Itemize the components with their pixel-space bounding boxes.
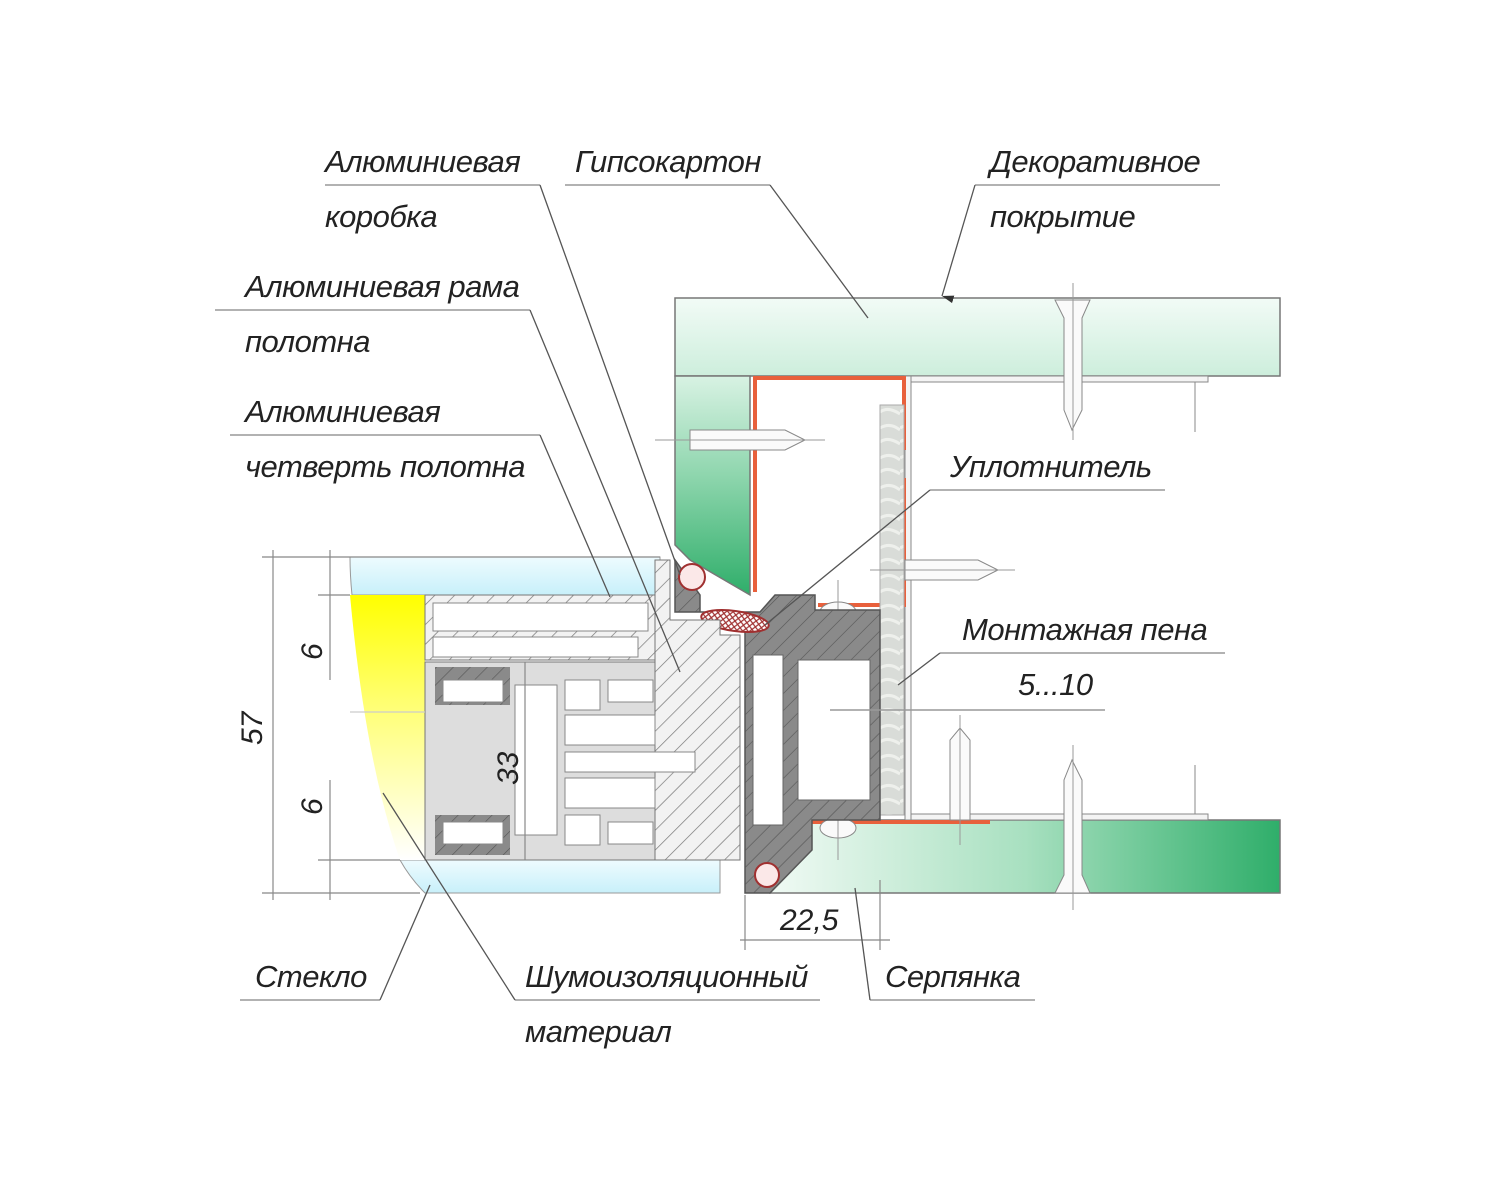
label-line: материал <box>525 1014 671 1049</box>
label-soundproofing: Шумоизоляционный материал <box>525 959 816 1049</box>
label-serpyanka: Серпянка <box>885 959 1021 994</box>
profile-cavity <box>564 714 656 746</box>
frame-cavity <box>432 636 639 658</box>
soundproofing-material <box>350 595 425 860</box>
dimension-glass-top: 6 <box>296 643 329 660</box>
dimension-core: 33 <box>492 751 525 785</box>
label-decorative-coating: Декоративное покрытие <box>987 144 1208 234</box>
dimension-total-thickness: 57 <box>236 710 269 745</box>
screw-icon <box>1054 283 1091 440</box>
profile-cavity <box>514 684 558 836</box>
dimension-glass-bottom: 6 <box>296 798 329 815</box>
profile-cavity <box>564 751 696 773</box>
dimension-frame-width: 22,5 <box>779 904 839 937</box>
screw-icon <box>655 429 825 451</box>
drywall-top-board <box>674 297 1281 377</box>
profile-cavity <box>797 659 871 801</box>
label-line: покрытие <box>990 199 1136 234</box>
drywall-side-board <box>674 375 751 597</box>
label-line: Шумоизоляционный <box>525 959 808 994</box>
profile-cavity <box>442 679 504 703</box>
profile-cavity <box>564 814 601 846</box>
dimension-lines <box>262 550 890 950</box>
label-line: Алюминиевая <box>323 144 520 179</box>
profile-cavity <box>564 679 601 711</box>
screw-icon <box>870 559 1015 581</box>
seal-bead-top <box>678 563 706 591</box>
profile-cavity <box>752 654 784 826</box>
seal-bead-bottom <box>754 862 780 888</box>
metal-stud-top <box>907 375 1209 383</box>
profile-cavity <box>442 821 504 845</box>
label-line: полотна <box>245 324 370 359</box>
label-aluminum-leaf-frame: Алюминиевая рама полотна <box>243 269 528 359</box>
label-aluminum-leaf-quarter: Алюминиевая четверть полотна <box>243 394 525 484</box>
glass-bottom <box>399 859 721 894</box>
frame-cavity <box>432 602 649 632</box>
mounting-foam-fill <box>879 404 905 816</box>
label-aluminum-box: Алюминиевая коробка <box>323 144 528 234</box>
label-foam-gap: 5...10 <box>1018 667 1093 702</box>
profile-cavity <box>607 679 654 703</box>
label-mounting-foam: Монтажная пена <box>962 612 1207 647</box>
label-drywall: Гипсокартон <box>575 144 761 179</box>
screw-icon <box>1054 745 1091 910</box>
label-line: Алюминиевая <box>243 394 440 429</box>
label-line: коробка <box>325 199 437 234</box>
label-line: четверть полотна <box>245 449 525 484</box>
label-line: Декоративное <box>987 144 1200 179</box>
profile-cavity <box>564 777 656 809</box>
screw-icon <box>949 715 971 845</box>
label-seal: Уплотнитель <box>949 449 1152 484</box>
profile-cavity <box>607 821 654 845</box>
glass-top <box>349 556 661 596</box>
label-line: Алюминиевая рама <box>243 269 520 304</box>
label-glass: Стекло <box>255 959 367 994</box>
callout-leaders <box>215 184 1225 1001</box>
